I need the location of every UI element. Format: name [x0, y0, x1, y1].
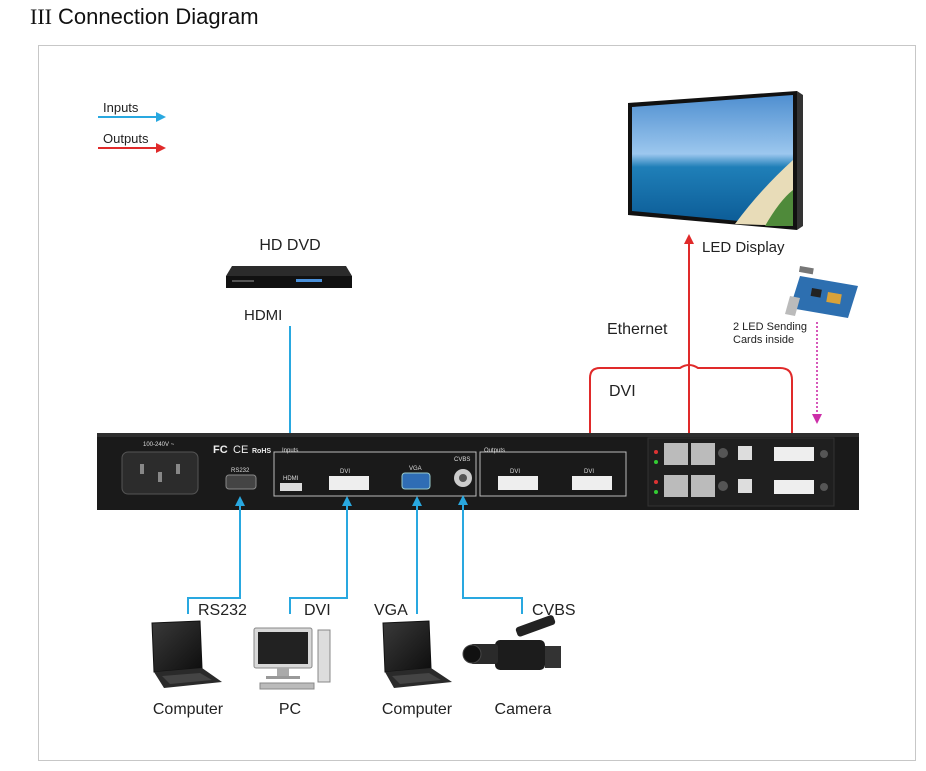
usb-port-1 — [738, 446, 752, 460]
port-vga-label: VGA — [409, 466, 422, 472]
sending-cards-line1: 2 LED Sending — [733, 321, 807, 333]
outputs-section-box — [479, 451, 627, 497]
rs232-input-line — [187, 496, 245, 614]
usb-port-2 — [738, 479, 752, 493]
heading-numeral: III — [30, 4, 52, 29]
dvi-output-port-1 — [498, 476, 538, 490]
panel-rs232-label: RS232 — [231, 468, 250, 474]
dvd-top — [226, 266, 352, 276]
camcorder: Camera — [462, 615, 561, 718]
legend-inputs-label: Inputs — [103, 100, 139, 115]
input-lines: RS232 DVI VGA CVBS — [187, 495, 576, 619]
sending-card-board — [790, 276, 858, 318]
sending-dvi-port-2 — [774, 480, 814, 494]
cvbs-input-line — [458, 495, 523, 614]
cvbs-connection-label: CVBS — [532, 602, 576, 619]
inputs-section-box — [273, 451, 477, 497]
ethernet-port-4 — [691, 475, 715, 497]
pc-tower — [317, 629, 331, 683]
legend-outputs-label: Outputs — [103, 131, 149, 146]
dvi-input-port — [329, 476, 369, 490]
camera-label: Camera — [495, 701, 552, 718]
pc-keyboard — [259, 682, 315, 690]
port-dvi-out2-label: DVI — [584, 469, 594, 475]
video-processor-panel: 100-240V ~ FC CE RoHS RS232 Inputs HDMI … — [97, 433, 859, 510]
dvi-output-connection-label: DVI — [609, 383, 636, 400]
laptop-right: Computer — [382, 620, 453, 718]
diagram-frame — [38, 45, 916, 761]
computer-left-label: Computer — [153, 701, 224, 718]
port-dvi-out1-label: DVI — [510, 469, 520, 475]
panel-inputs-label: Inputs — [282, 448, 298, 454]
panel-outputs-label: Outputs — [484, 448, 505, 454]
rs232-port — [225, 474, 257, 490]
dvd-display — [296, 279, 322, 282]
legend: Inputs Outputs — [98, 100, 166, 153]
ethernet-port-2 — [691, 443, 715, 465]
computer-right-label: Computer — [382, 701, 453, 718]
vga-port — [401, 472, 431, 490]
port-hdmi-label: HDMI — [283, 476, 299, 482]
ethernet-port-1 — [664, 443, 688, 465]
heading-text: Connection Diagram — [57, 4, 259, 29]
dvi-input-connection-label: DVI — [304, 602, 331, 619]
beach-trees — [765, 190, 793, 226]
laptop-left: Computer — [151, 620, 224, 718]
fc-mark: FC — [213, 444, 228, 456]
port-cvbs-label: CVBS — [454, 457, 470, 463]
laptop-left-screen — [151, 620, 203, 673]
dvi-input-line — [289, 496, 352, 614]
sending-card: 2 LED Sending Cards inside — [733, 265, 858, 346]
sending-cards-line2: Cards inside — [733, 334, 794, 346]
hd-dvd-player: HD DVD — [226, 237, 352, 288]
desktop-pc: PC — [253, 627, 331, 718]
panel-power-label: 100-240V ~ — [143, 442, 175, 448]
rs232-connection-label: RS232 — [198, 602, 247, 619]
rohs-mark: RoHS — [252, 448, 271, 455]
led-display-label: LED Display — [702, 239, 785, 256]
hd-dvd-label: HD DVD — [259, 237, 320, 254]
camera-handle — [515, 615, 556, 637]
ce-mark: CE — [233, 444, 248, 456]
vga-connection-label: VGA — [374, 602, 408, 619]
dvi-output-port-2 — [572, 476, 612, 490]
ethernet-connection-label: Ethernet — [607, 321, 668, 338]
camera-body — [495, 640, 545, 670]
dvi-output-line — [589, 364, 797, 448]
led-display: LED Display — [628, 91, 803, 256]
ethernet-port-3 — [664, 475, 688, 497]
hdmi-port — [280, 483, 302, 491]
sending-dvi-port-1 — [774, 447, 814, 461]
output-lines: Ethernet DVI — [589, 234, 797, 448]
pc-label: PC — [279, 701, 301, 718]
port-dvi-in-label: DVI — [340, 469, 350, 475]
led-display-screen — [632, 95, 793, 226]
laptop-right-screen — [382, 620, 432, 673]
hdmi-connection-label: HDMI — [244, 307, 282, 324]
